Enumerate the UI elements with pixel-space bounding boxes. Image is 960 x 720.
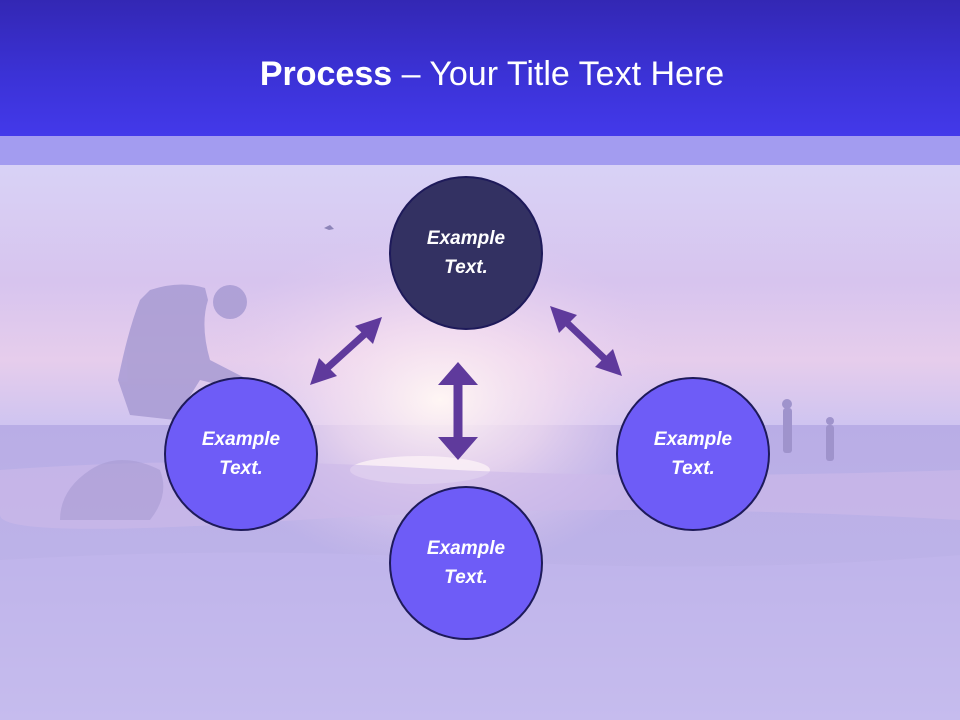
node-text-line1: Example — [653, 429, 733, 450]
header-accent-strip — [0, 136, 960, 165]
cyclist-silhouette — [60, 284, 247, 520]
process-node-text: Example Text. — [406, 224, 526, 282]
node-text-line2: Text. — [671, 458, 715, 479]
double-headed-arrow-icon — [310, 317, 382, 385]
node-text-line2: Text. — [444, 567, 488, 588]
title-bar: Process – Your Title Text Here — [0, 0, 960, 136]
process-node-text: Example Text. — [633, 425, 753, 483]
node-text-line1: Example — [426, 538, 506, 559]
process-node-bottom: Example Text. — [389, 486, 543, 640]
bird-silhouette — [324, 225, 334, 230]
node-text-line1: Example — [201, 429, 281, 450]
process-node-text: Example Text. — [181, 425, 301, 483]
node-text-line1: Example — [426, 228, 506, 249]
double-headed-arrow-icon — [550, 306, 622, 376]
slide-title-rest: – Your Title Text Here — [392, 55, 725, 93]
process-node-top: Example Text. — [389, 176, 543, 330]
slide-title-bold: Process — [259, 55, 393, 93]
slide-title: Process – Your Title Text Here — [0, 52, 960, 96]
process-node-left: Example Text. — [164, 377, 318, 531]
people-silhouettes — [782, 399, 834, 461]
node-text-line2: Text. — [219, 458, 263, 479]
node-text-line2: Text. — [444, 257, 488, 278]
process-node-right: Example Text. — [616, 377, 770, 531]
process-node-text: Example Text. — [406, 534, 526, 592]
double-headed-arrow-icon — [438, 362, 478, 460]
